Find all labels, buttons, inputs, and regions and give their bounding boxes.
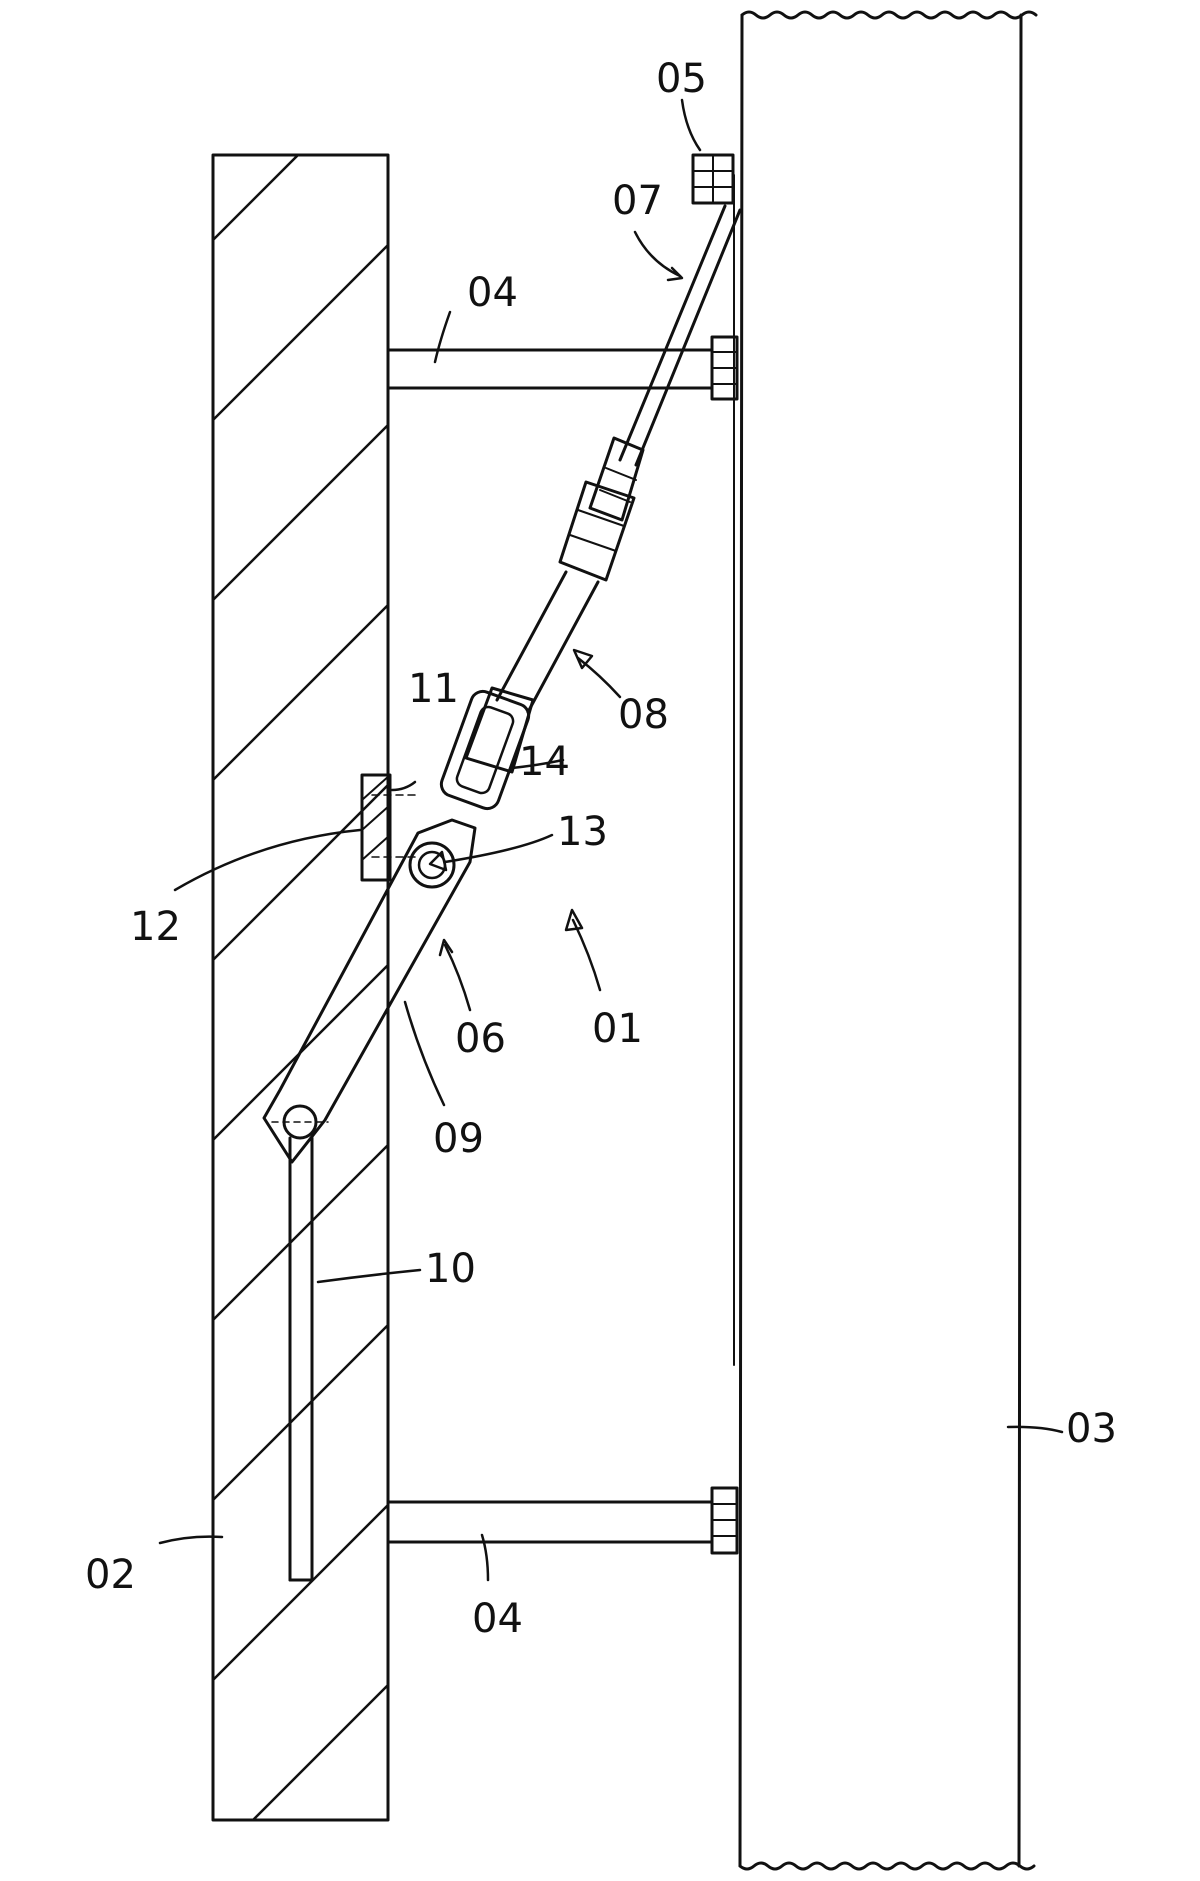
tension-rod-08 (495, 204, 742, 714)
leader-lines (158, 98, 1064, 1582)
label-04-top: 04 (467, 270, 518, 316)
label-13: 13 (557, 809, 608, 855)
label-04-bottom: 04 (472, 1596, 523, 1642)
reference-labels: 05 07 04 08 14 11 13 12 01 06 09 10 03 0… (85, 56, 1117, 1642)
wall-02 (211, 153, 390, 1822)
lever-06 (262, 818, 477, 1164)
bracket-04-bottom (386, 1486, 739, 1555)
label-09: 09 (433, 1116, 484, 1162)
label-05: 05 (656, 56, 707, 102)
label-02: 02 (85, 1552, 136, 1598)
label-10: 10 (425, 1246, 476, 1292)
shackle-14 (439, 686, 535, 811)
label-06: 06 (455, 1016, 506, 1062)
label-01: 01 (592, 1006, 643, 1052)
label-03: 03 (1066, 1406, 1117, 1452)
label-08: 08 (618, 692, 669, 738)
label-11: 11 (408, 666, 459, 712)
label-14: 14 (519, 739, 570, 785)
anchor-rod-10 (288, 1136, 314, 1582)
label-07: 07 (612, 178, 663, 224)
bracket-04-top (386, 335, 739, 401)
wall-hatching (213, 155, 388, 1820)
bolt-05 (691, 153, 735, 205)
mount-11 (360, 773, 421, 882)
label-12: 12 (130, 904, 181, 950)
pivot-13 (408, 841, 456, 889)
structure-03 (733, 10, 1038, 1871)
